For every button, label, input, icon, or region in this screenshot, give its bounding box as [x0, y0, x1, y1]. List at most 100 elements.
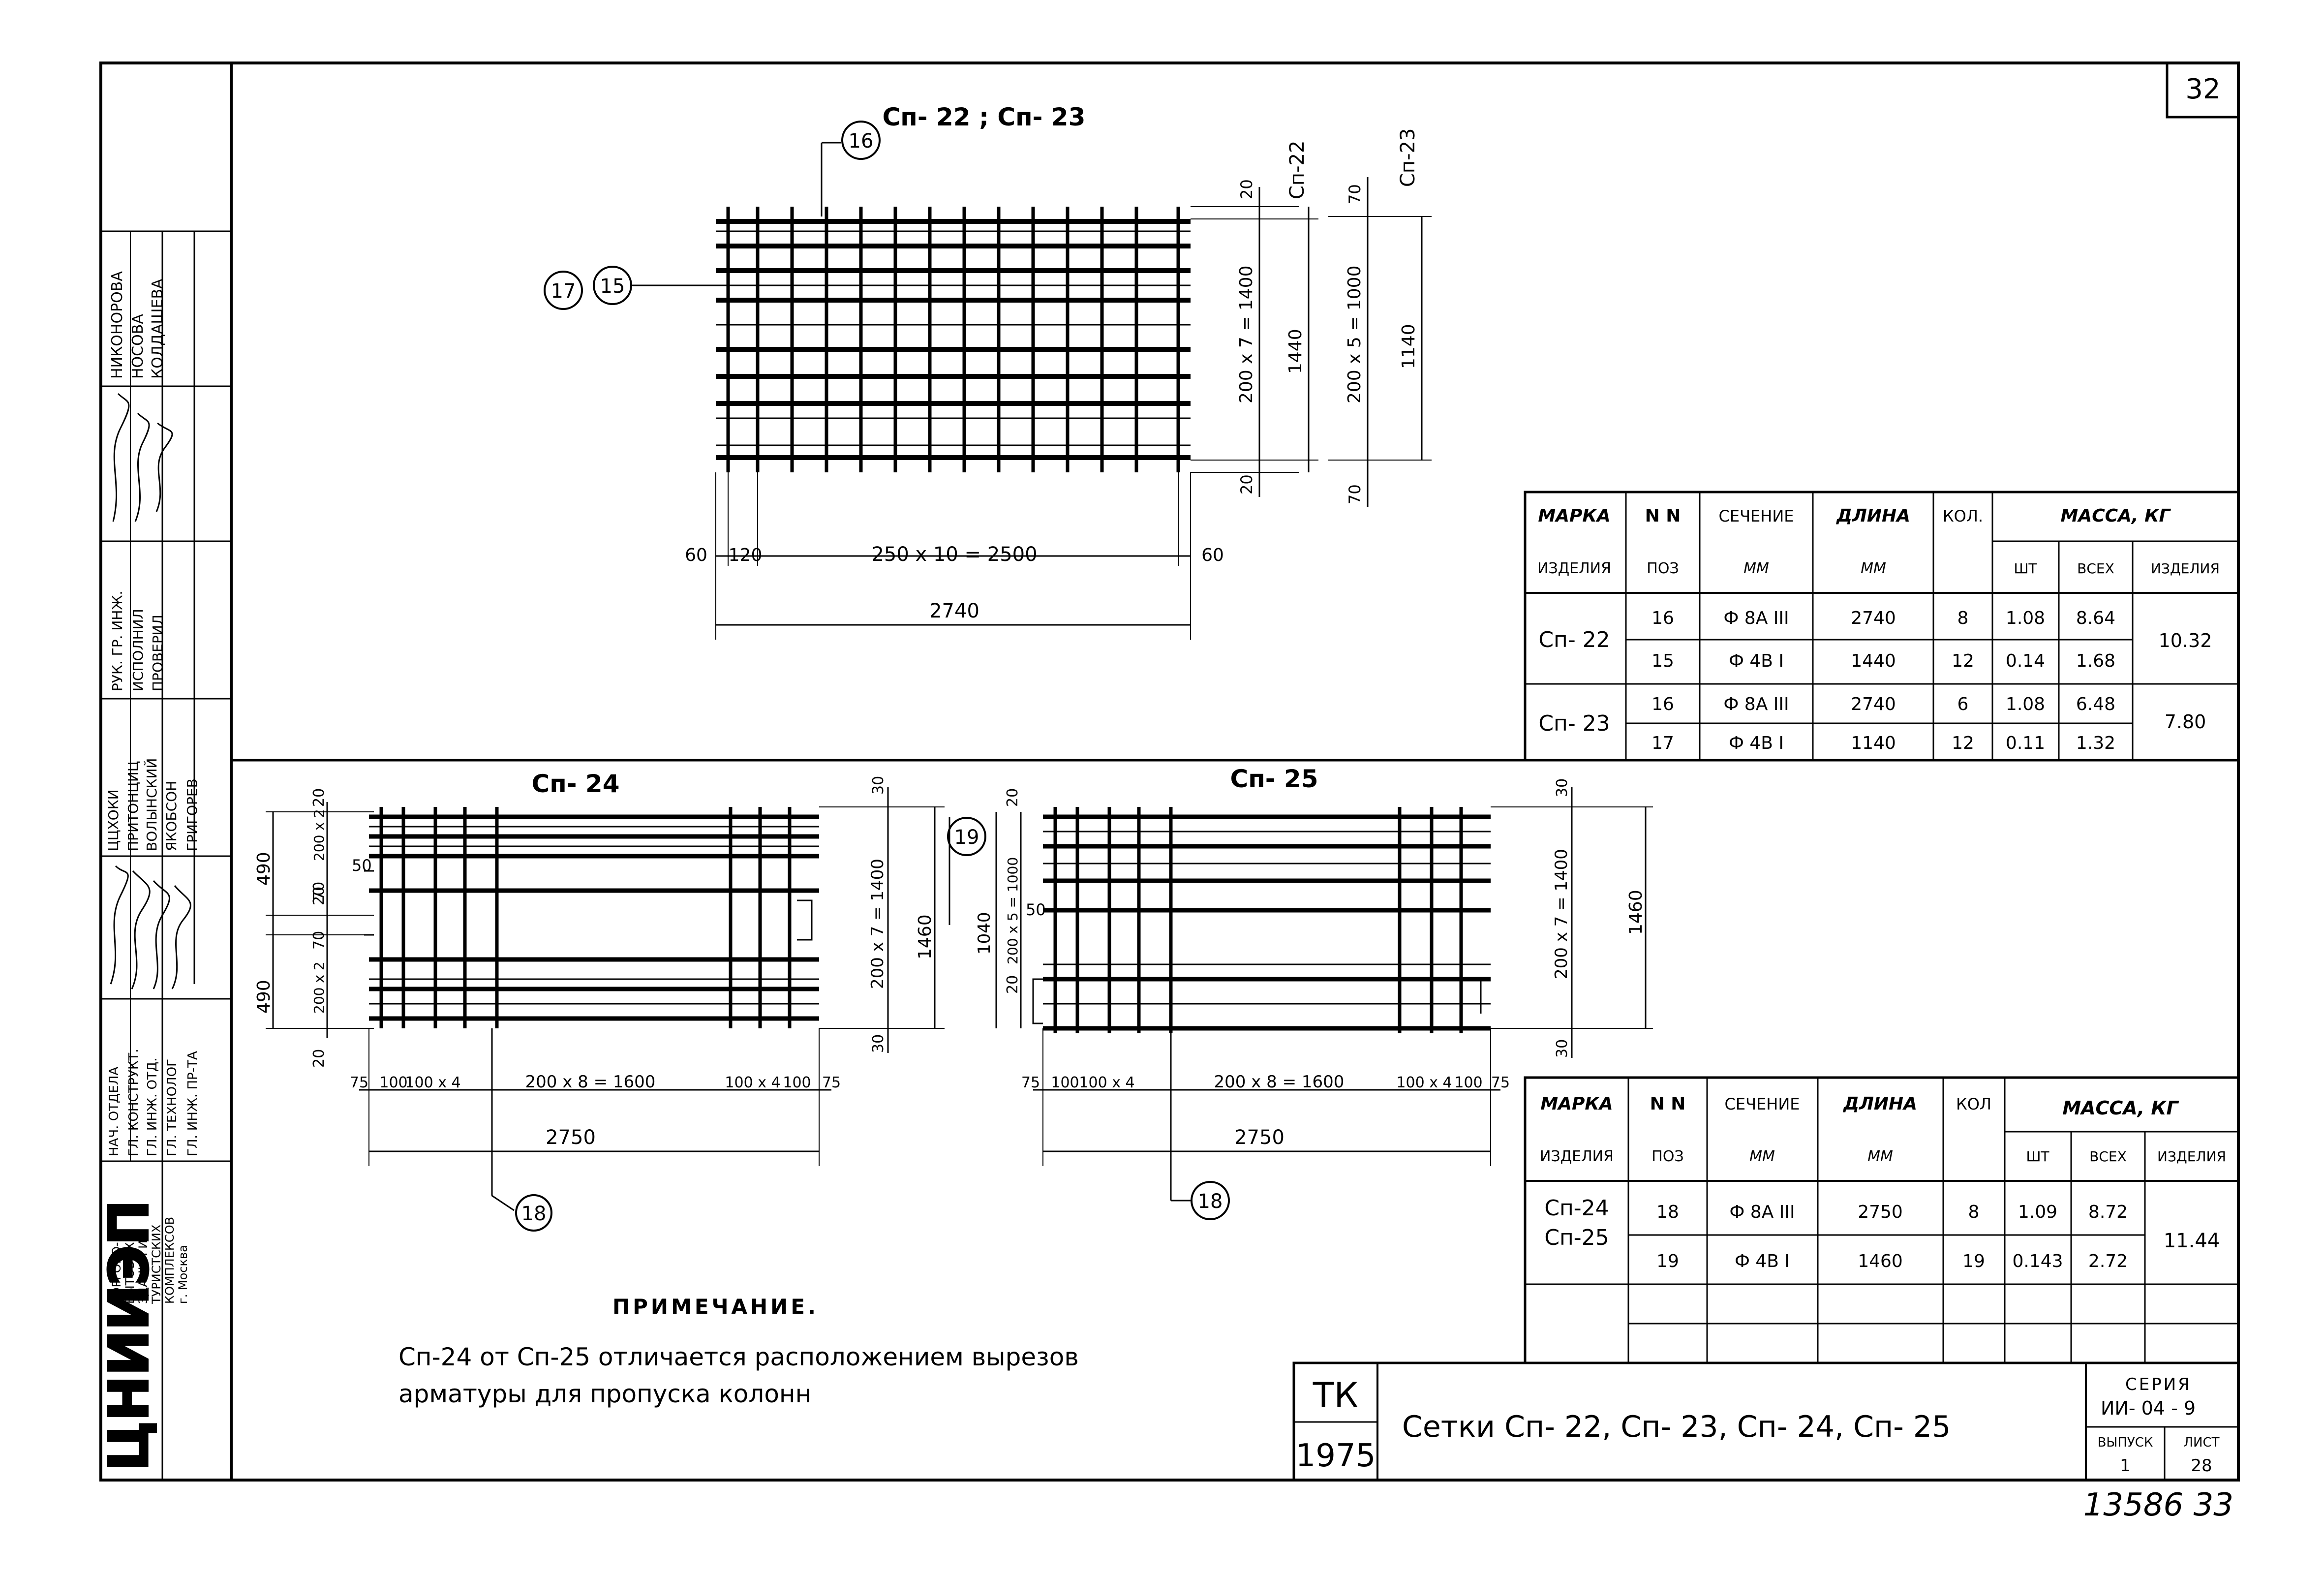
signature-2	[134, 412, 150, 522]
t2-r1-m1: 1.09	[2018, 1202, 2057, 1222]
sp24-dr-30a: 30	[870, 776, 887, 795]
sp25-callout-18-circle	[1191, 1181, 1230, 1220]
t1-r3-m1: 1.08	[2006, 694, 2045, 714]
dim-top-120: 120	[729, 545, 763, 565]
t1-r2-mall: 1.68	[2076, 651, 2115, 671]
sp25-dl-50: 50	[1026, 900, 1046, 919]
note: ПРИМЕЧАНИЕ. Сп-24 от Сп-25 отличается ра…	[398, 1295, 1079, 1408]
t2-r2-len: 1460	[1858, 1251, 1903, 1271]
role-lower-2: ГЛ. КОНСТРУКТ.	[126, 1049, 141, 1156]
t1-r4-sec: Ф 4В I	[1729, 733, 1784, 753]
t2-r1-qty: 8	[1968, 1202, 1980, 1222]
t1-r4-m1: 0.11	[2006, 733, 2045, 753]
dim-top-2740: 2740	[929, 600, 979, 622]
t1-r3-mark: Сп- 23	[1538, 711, 1610, 736]
note-heading: ПРИМЕЧАНИЕ.	[612, 1295, 819, 1319]
role-proveril: ПРОВЕРИЛ	[150, 615, 166, 691]
t1-r4-mall: 1.32	[2076, 733, 2115, 753]
t2-s-item: ИЗДЕЛИЯ	[1540, 1148, 1614, 1165]
t1-r1-pos: 16	[1651, 608, 1674, 628]
dim-top-60-left: 60	[685, 545, 707, 565]
t1-r2-pos: 15	[1651, 651, 1674, 671]
sp25-db-1600: 200 х 8 = 1600	[1214, 1072, 1345, 1092]
t2-r2-m1: 0.143	[2012, 1251, 2063, 1271]
t1-r1-len: 2740	[1851, 608, 1896, 628]
t2-h-sec: СЕЧЕНИЕ	[1725, 1095, 1800, 1113]
sp25-dl-1040: 1040	[975, 912, 994, 955]
t1-r3-sec: Ф 8А III	[1723, 694, 1789, 714]
dim-top-2500: 250 х 10 = 2500	[871, 543, 1037, 566]
sp25-db-100x4b: 100 х 4	[1396, 1074, 1452, 1091]
t1-s-item: ИЗДЕЛИЯ	[1537, 560, 1611, 577]
sp24-db-1600: 200 х 8 = 1600	[525, 1072, 656, 1092]
t1-r3-len: 2740	[1851, 694, 1896, 714]
sp25-dl-20b: 20	[1004, 975, 1021, 994]
tb-issue-label: ВЫПУСК	[2098, 1435, 2153, 1450]
t2-r2-mall: 2.72	[2088, 1251, 2128, 1271]
sp24-dl-20b: 20	[310, 887, 328, 905]
t1-r2-len: 1440	[1851, 651, 1896, 671]
t1-s-all: ВСЕХ	[2077, 560, 2114, 577]
top-long-bars	[716, 219, 1191, 460]
t1-h-mark: МАРКА	[1538, 506, 1610, 526]
sheet-number: 32	[2185, 73, 2220, 105]
sheet-number-box	[2166, 62, 2240, 119]
t2-s-mm2: ММ	[1867, 1148, 1893, 1165]
dim-23-1000: 200 х 5 = 1000	[1345, 266, 1365, 403]
t1-r4-qty: 12	[1952, 733, 1974, 753]
sp25-callout-19-circle	[947, 817, 986, 856]
t1-r2-sec: Ф 4В I	[1729, 651, 1784, 671]
t2-h-mark: МАРКА	[1540, 1094, 1613, 1114]
tb-series-value: ИИ- 04 - 9	[2101, 1397, 2196, 1419]
sp24-dr-1460: 1460	[915, 914, 935, 959]
dim-22-20-bottom: 20	[1237, 474, 1256, 494]
role-lower-4: ГЛ. ТЕХНОЛОГ	[165, 1059, 180, 1156]
org-line-4: ТУРИСТСКИХ	[150, 1225, 163, 1304]
sp25-dl-1000: 200 х 5 = 1000	[1005, 857, 1021, 964]
top-cross-bars	[726, 207, 1180, 472]
t1-r1-mall: 8.64	[2076, 608, 2115, 628]
tb-title: Сетки Сп- 22, Сп- 23, Сп- 24, Сп- 25	[1402, 1410, 1951, 1444]
sp24-title: Сп- 24	[532, 770, 620, 798]
sp25-dr-1400: 200 х 7 = 1400	[1552, 849, 1571, 979]
role-ruk-gr: РУК. ГР. ИНЖ.	[109, 591, 125, 691]
sp24-db-2750: 2750	[546, 1126, 596, 1149]
t1-s-pos: ПОЗ	[1647, 560, 1679, 577]
dim-22-20-top: 20	[1237, 179, 1256, 199]
drawing-sp24: Сп- 24	[254, 770, 945, 1232]
drawing-sp25: Сп- 25 19	[947, 765, 1653, 1220]
sp25-callout-19: 19	[954, 826, 979, 849]
role-lower-5: ГЛ. ИНЖ. ПР-ТА	[185, 1051, 200, 1156]
t1-r1-mitem: 10.32	[2159, 630, 2212, 651]
org-line-5: КОМПЛЕКСОВ	[163, 1217, 177, 1304]
t1-r2-qty: 12	[1952, 651, 1974, 671]
t2-h-nn: N N	[1650, 1094, 1686, 1114]
signature-3	[155, 422, 173, 512]
dim-23-1140: 1140	[1399, 324, 1419, 369]
sp24-dl-490b: 490	[254, 980, 274, 1014]
sp25-dr-1460: 1460	[1626, 890, 1646, 935]
sp24-callout-18: 18	[521, 1203, 547, 1225]
sp25-db-75a: 75	[1021, 1074, 1040, 1091]
dim-22-1400: 200 х 7 = 1400	[1236, 266, 1256, 403]
sp25-dr-30b: 30	[1554, 1039, 1571, 1058]
signature-6	[153, 880, 170, 989]
callout-16: 16	[849, 130, 874, 153]
dim-22-1440: 1440	[1285, 329, 1306, 374]
sp25-db-2750: 2750	[1234, 1126, 1284, 1149]
note-line-2: арматуры для пропуска колонн	[398, 1380, 811, 1408]
t2-s-pos: ПОЗ	[1651, 1148, 1683, 1165]
sp24-db-75b: 75	[822, 1074, 841, 1091]
t1-r3-mall: 6.48	[2076, 694, 2115, 714]
sp24-dl-70b: 70	[310, 882, 328, 900]
t2-r1-len: 2750	[1858, 1202, 1903, 1222]
sp24-dr-1400: 200 х 7 = 1400	[868, 859, 887, 989]
org-line-1: ТОРГОВО-	[110, 1242, 123, 1304]
footer-number: 13586 33	[2083, 1487, 2233, 1523]
sp25-db-100b: 100	[1454, 1074, 1482, 1091]
t2-mitem: 11.44	[2164, 1230, 2220, 1252]
t2-r1-pos: 18	[1656, 1202, 1679, 1222]
table-2: МАРКА N N СЕЧЕНИЕ ДЛИНА КОЛ МАССА, КГ ИЗ…	[1524, 1076, 2240, 1364]
t1-r1-sec: Ф 8А III	[1723, 608, 1789, 628]
